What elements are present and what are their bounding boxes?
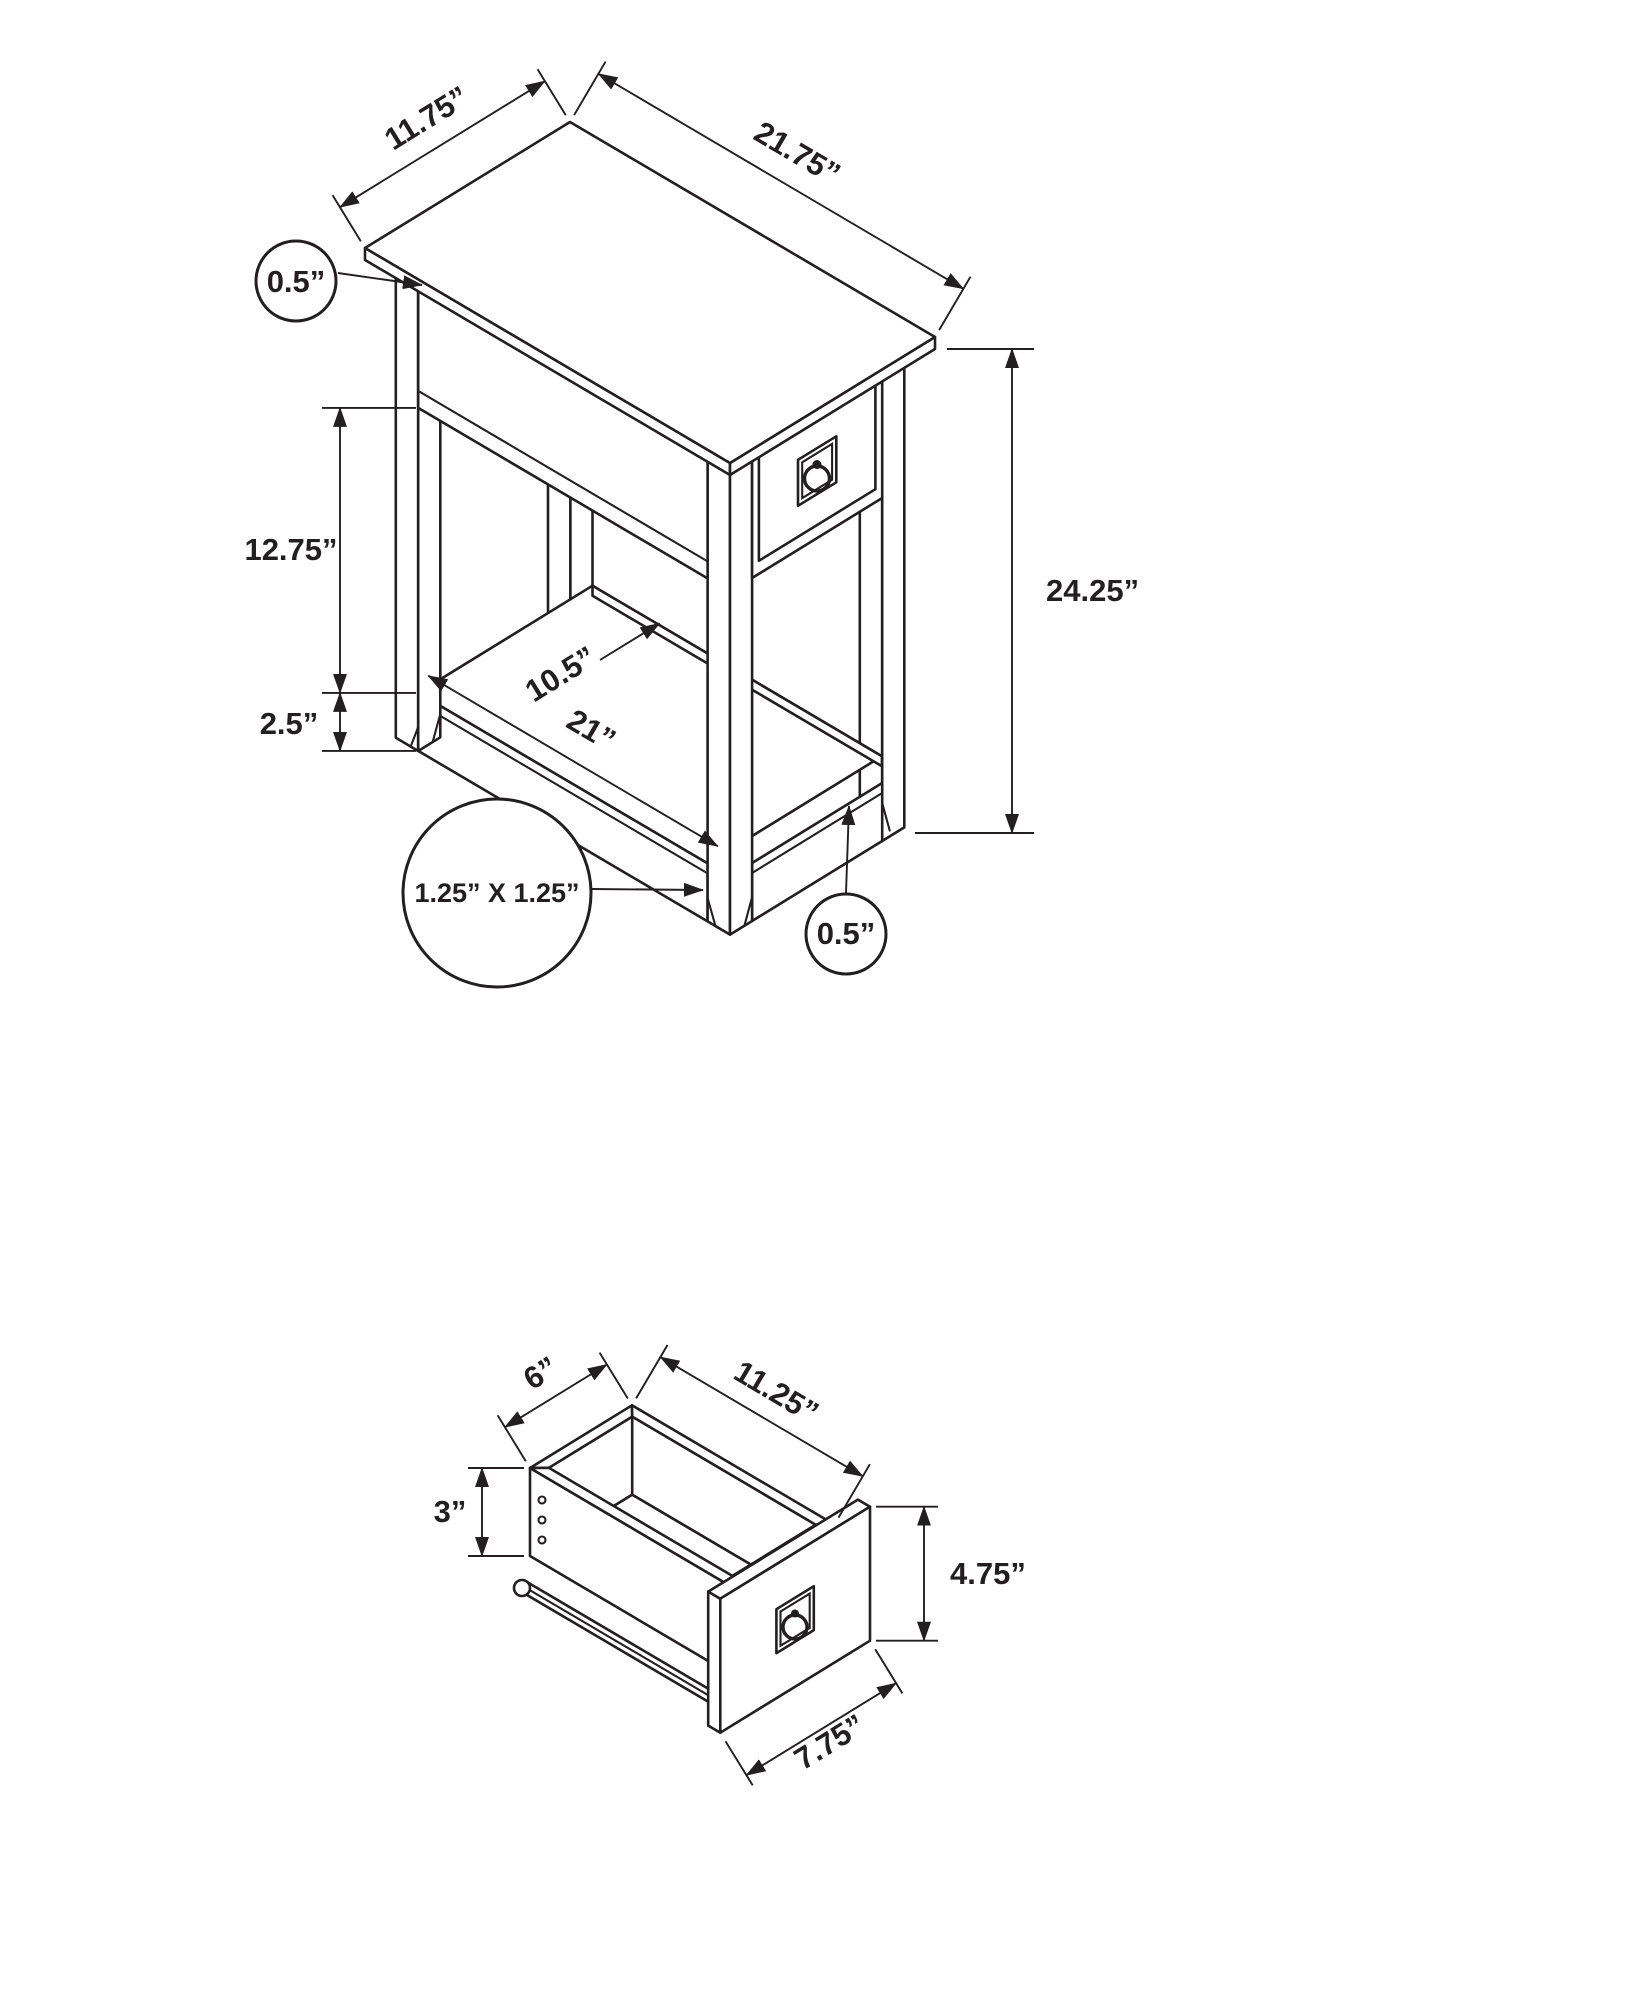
extension-ticks: [915, 348, 1034, 834]
dimension-line: [339, 80, 546, 209]
dim-drawer-front-width-label: 7.75”: [788, 1707, 871, 1777]
callout-top-thickness-label: 0.5”: [267, 264, 326, 299]
dim-shelf-apron: 2.5”: [260, 691, 416, 752]
dim-drawer-side-height: 3”: [434, 1467, 524, 1557]
dim-open-height: 12.75”: [244, 406, 416, 694]
drawer-front-panel-edge: [706, 1590, 722, 1734]
extension-ticks: [468, 1467, 524, 1557]
lower-shelf-end-seam: [751, 791, 884, 875]
rivet: [537, 1495, 547, 1505]
dim-table-length-label: 21.75”: [748, 114, 846, 191]
rivet: [537, 1515, 547, 1525]
table-diagram: 11.75” 21.75” 0.5” 12.75”: [244, 61, 1139, 989]
ring-pull: [796, 435, 838, 508]
leader-arrow: [599, 622, 661, 661]
extension-lines: [331, 68, 567, 242]
dim-shelf-apron-label: 2.5”: [260, 706, 319, 741]
leader-arrow: [337, 272, 423, 290]
callout-shelf-thickness: 0.5”: [804, 805, 888, 976]
dim-overall-height-label: 24.25”: [1046, 573, 1139, 608]
dimension-line: [745, 1682, 897, 1777]
ring-pull-plate-inner: [801, 442, 834, 500]
dim-open-height-label: 12.75”: [244, 532, 337, 567]
extension-lines: [635, 1344, 871, 1519]
rear-right-leg-side-face: [880, 348, 906, 843]
front-left-leg-front-face: [394, 258, 420, 753]
drawer-ring-pull: [775, 1584, 816, 1655]
drawer-artwork: [512, 1404, 872, 1734]
dim-overall-height: 24.25”: [915, 348, 1139, 834]
leader-arrow: [841, 805, 856, 894]
dim-drawer-side-height-label: 3”: [434, 1494, 467, 1529]
extension-ticks: [876, 1505, 938, 1642]
extension-lines: [496, 1352, 629, 1462]
extension-lines: [724, 1648, 904, 1786]
dim-drawer-front-height: 4.75”: [876, 1505, 1026, 1642]
callout-circle: [254, 239, 338, 323]
rivet: [537, 1535, 547, 1545]
callout-circle: [401, 797, 593, 989]
ring-pull-plate-inner: [779, 1591, 811, 1648]
glide-rail-inner-line: [525, 1587, 726, 1706]
ring-pull-pivot: [791, 1609, 799, 1618]
dimension-line: [427, 674, 719, 848]
glide-rail-roller: [512, 1578, 532, 1598]
table-dimensions: 11.75” 21.75” 0.5” 12.75”: [244, 61, 1139, 989]
front-apron-rail-line: [417, 389, 709, 563]
dimension-line: [504, 1363, 608, 1429]
dim-drawer-front-height-label: 4.75”: [950, 1556, 1026, 1591]
leader-arrow: [591, 882, 704, 897]
front-right-leg-side-face: [728, 441, 754, 936]
callout-leg-size: 1.25” X 1.25”: [401, 797, 704, 989]
callout-top-thickness: 0.5”: [254, 239, 423, 323]
callout-shelf-thickness-label: 0.5”: [817, 916, 876, 951]
ring-pull-pivot: [812, 460, 822, 469]
drawer-diagram: 6” 11.25” 3” 4.75”: [434, 1344, 1026, 1786]
extension-lines: [573, 61, 972, 331]
dim-drawer-length-label: 11.25”: [728, 1354, 824, 1431]
callout-leg-size-label: 1.25” X 1.25”: [414, 878, 579, 908]
side-wall-rivets: [537, 1495, 547, 1545]
dimension-line: [659, 1356, 864, 1478]
callout-circle: [804, 892, 888, 976]
dim-drawer-width-label: 6”: [517, 1350, 563, 1397]
dim-table-depth-label: 11.75”: [378, 79, 474, 157]
front-right-leg-front-face: [706, 442, 732, 936]
dimension-line: [597, 72, 965, 290]
